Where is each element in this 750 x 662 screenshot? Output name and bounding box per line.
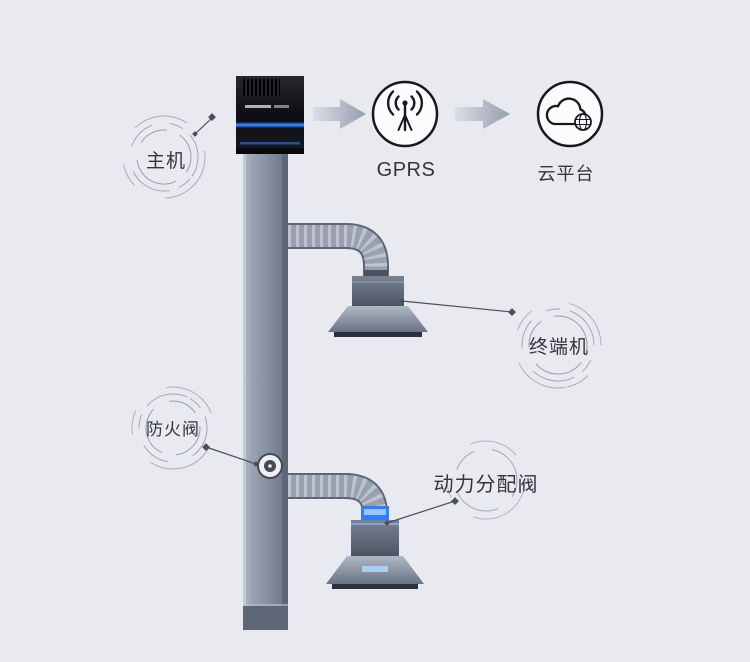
terminal-unit — [328, 270, 428, 337]
label-host: 主机 — [145, 151, 187, 172]
host-accent-light — [236, 123, 304, 127]
flex-duct-upper — [288, 223, 389, 278]
fire-damper-valve — [257, 453, 283, 479]
gprs-signal-icon — [371, 80, 439, 148]
label-terminal-unit: 终端机 — [528, 337, 590, 358]
label-power-distribution-valve: 动力分配阀 — [433, 474, 539, 496]
callout-host — [192, 113, 216, 137]
label-gprs: GPRS — [376, 159, 436, 181]
label-cloud-platform: 云平台 — [537, 164, 595, 184]
arrow-right-icon-2 — [455, 99, 510, 129]
circle-decoration-terminal — [514, 301, 602, 389]
power-distribution-unit — [326, 506, 424, 589]
vertical-duct — [243, 150, 288, 630]
arrow-right-icon-1 — [313, 99, 366, 129]
label-fire-damper-valve: 防火阀 — [146, 420, 200, 439]
callout-terminal — [399, 298, 516, 316]
circle-decoration-fire-valve — [131, 386, 215, 470]
cloud-network-icon — [536, 80, 604, 148]
callout-fire-valve — [202, 443, 259, 467]
host-device — [236, 76, 304, 154]
circle-decoration-host — [122, 115, 206, 199]
circle-decoration-power-valve — [446, 440, 526, 520]
callout-power-valve — [384, 497, 459, 526]
